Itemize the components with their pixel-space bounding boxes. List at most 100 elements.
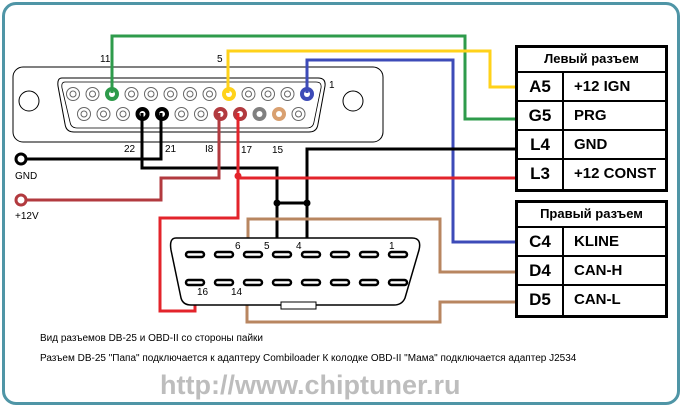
db25-pin-hole	[284, 90, 291, 98]
obd2-pin-10	[358, 278, 380, 287]
obd2-pin-label-16: 16	[197, 287, 209, 298]
db25-pin-hole	[264, 90, 272, 98]
pin-signal: PRG	[574, 107, 607, 124]
caption-view: Вид разъемов DB-25 и OBD-II со стороны п…	[40, 333, 264, 344]
db25-pin-hole	[167, 90, 174, 98]
obd2-pin-label-1: 1	[389, 241, 395, 252]
obd2-pin-3	[329, 250, 351, 259]
wire-brown-canl	[245, 285, 515, 324]
wire-brown-canh	[246, 217, 515, 274]
pin-code: D4	[518, 257, 564, 284]
wire-black-gnd-terminal	[21, 113, 163, 161]
pin-code: C4	[518, 228, 564, 255]
db25-pin-hole	[295, 110, 302, 118]
db25-pin-hole	[186, 90, 194, 98]
db25-face-inner	[61, 81, 322, 129]
db25-pin-hole	[206, 90, 213, 98]
right-table-title: Правый разъем	[518, 203, 665, 228]
junction-black-left	[273, 199, 281, 207]
db25-pin-hole	[276, 111, 282, 117]
pin-code: G5	[518, 102, 564, 129]
wires	[21, 34, 515, 324]
db25-pin-hole	[69, 90, 77, 98]
pin-signal: GND	[574, 136, 608, 153]
db25-pin-hole	[128, 90, 135, 98]
db25-pin-hole	[147, 90, 155, 98]
db25-pin-hole	[119, 110, 127, 118]
db25-pin-hole	[178, 110, 185, 118]
pin-signal: KLINE	[574, 233, 619, 250]
pin-signal: CAN-H	[574, 262, 623, 279]
obd2-pin-5	[271, 250, 293, 259]
left-table-title: Левый разъем	[518, 48, 665, 73]
pin-code: L4	[518, 131, 564, 158]
pin-code: L3	[518, 160, 564, 189]
obd2-pin-label-6: 6	[235, 241, 241, 252]
obd2-pin-16	[184, 278, 206, 287]
db25-connector	[12, 66, 384, 143]
left-connector-table: Левый разъем A5 +12 IGN G5 PRG L4 GND L3 +12…	[515, 45, 668, 192]
obd2-pin-12	[300, 278, 322, 287]
table-row: D4 CAN-H	[518, 257, 665, 286]
junction-red	[234, 172, 242, 180]
pin-code: A5	[518, 73, 564, 100]
obd2-pin-15	[213, 278, 235, 287]
db25-pin-label-18: I8	[205, 144, 214, 155]
obd2-pin-1	[387, 250, 409, 259]
obd2-connector	[169, 237, 421, 310]
gnd-label: GND	[15, 171, 37, 182]
obd2-pin-14	[242, 278, 264, 287]
caption-note: Разъем DB-25 "Папа" подключается к адапт…	[40, 353, 577, 364]
db25-pin-label-17: 17	[241, 145, 253, 156]
wire-green-prg	[110, 34, 515, 121]
table-row: G5 PRG	[518, 102, 665, 131]
pin-signal: +12 CONST	[574, 165, 657, 182]
obd2-pin-label-5: 5	[264, 241, 270, 252]
v12-terminal	[14, 193, 28, 207]
obd2-key	[280, 301, 317, 310]
obd2-pin-label-4: 4	[296, 241, 302, 252]
pin-signal: +12 IGN	[574, 78, 631, 95]
db25-pin-hole	[256, 111, 263, 117]
db25-pin-hole	[197, 110, 205, 118]
wire-black-22	[140, 113, 279, 253]
db25-pin-hole	[89, 90, 96, 98]
obd2-pin-2	[358, 250, 380, 259]
db25-mount-hole-left	[18, 90, 40, 112]
table-row: L4 GND	[518, 131, 665, 160]
obd2-pin-11	[329, 278, 351, 287]
obd2-pin-4	[300, 250, 322, 259]
db25-face-outer	[57, 77, 326, 133]
right-connector-table: Правый разъем C4 KLINE D4 CAN-H D5 CAN-L	[515, 200, 668, 318]
gnd-terminal	[14, 152, 28, 166]
db25-pin-label-1: 1	[329, 80, 335, 91]
db25-pin-hole	[80, 110, 88, 118]
pin-code: D5	[518, 286, 564, 315]
watermark-url: http://www.chiptuner.ru	[160, 370, 461, 400]
wire-darkred-12v	[21, 113, 221, 202]
wire-red-obd16	[158, 178, 240, 313]
obd2-pin-6	[242, 250, 264, 259]
db25-mount-hole-right	[342, 90, 364, 112]
table-row: A5 +12 IGN	[518, 73, 665, 102]
obd2-pin-13	[271, 278, 293, 287]
db25-pin-label-21: 21	[165, 144, 177, 155]
db25-pin-label-5: 5	[217, 54, 223, 65]
v12-label: +12V	[15, 211, 39, 222]
db25-pin-label-15: 15	[272, 145, 284, 156]
db25-pin-hole	[245, 90, 252, 98]
obd2-pin-9	[387, 278, 409, 287]
obd2-pin-label-14: 14	[231, 287, 243, 298]
db25-pin-label-11: 11	[100, 54, 111, 65]
wire-blue-kline	[305, 58, 515, 244]
db25-pin-hole	[100, 110, 107, 118]
pin-signal: CAN-L	[574, 291, 621, 308]
wire-yellow-ign	[226, 49, 515, 93]
junction-black-right	[303, 199, 311, 207]
obd2-pin-7	[213, 250, 235, 259]
obd2-pin-8	[184, 250, 206, 259]
table-row: D5 CAN-L	[518, 286, 665, 315]
table-row: C4 KLINE	[518, 228, 665, 257]
db25-pin-label-22: 22	[124, 144, 136, 155]
